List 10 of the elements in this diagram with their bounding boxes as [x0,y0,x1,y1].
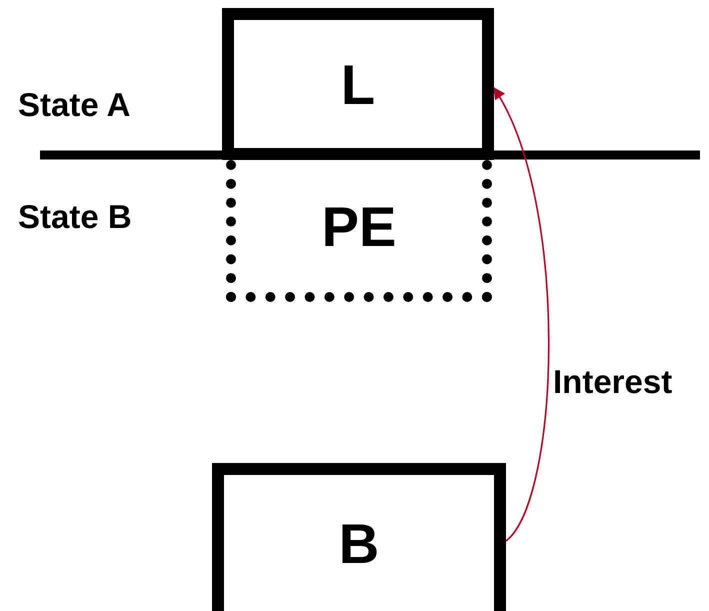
state-label: State B [18,198,132,236]
solid-box [212,463,506,611]
solid-box [222,8,494,160]
box-label: L [340,52,376,116]
box-label: B [338,510,380,576]
state-label: State A [18,86,130,124]
dotted-box [226,160,492,302]
edge-label: Interest [553,363,672,401]
box-label: PE [322,194,396,258]
curved-arrow [493,86,550,542]
